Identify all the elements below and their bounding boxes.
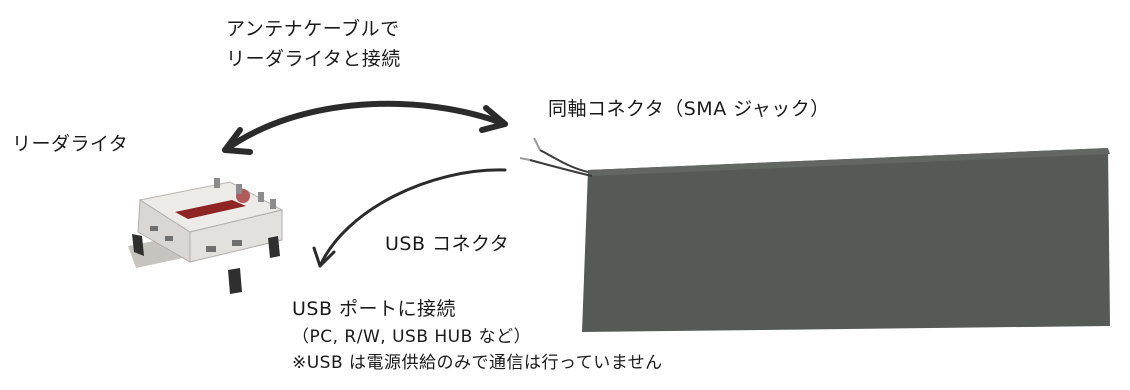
cable-label-line1: アンテナケーブルで bbox=[226, 18, 400, 40]
usb-note-label: ※USB は電源供給のみで通信は行っていません bbox=[292, 353, 663, 373]
antenna-mat-icon bbox=[519, 137, 1110, 332]
usb-connector-label: USB コネクタ bbox=[385, 233, 510, 255]
reader-label: リーダライタ bbox=[12, 133, 129, 155]
coax-connector-label: 同軸コネクタ（SMA ジャック） bbox=[548, 98, 830, 120]
cable-arrow bbox=[222, 100, 508, 155]
usb-arrow bbox=[312, 168, 507, 268]
usb-examples-label: （PC, R/W, USB HUB など） bbox=[292, 327, 532, 347]
reader-device-icon bbox=[128, 178, 284, 294]
cable-label-line2: リーダライタと接続 bbox=[226, 48, 401, 70]
usb-port-label: USB ポートに接続 bbox=[292, 298, 457, 320]
